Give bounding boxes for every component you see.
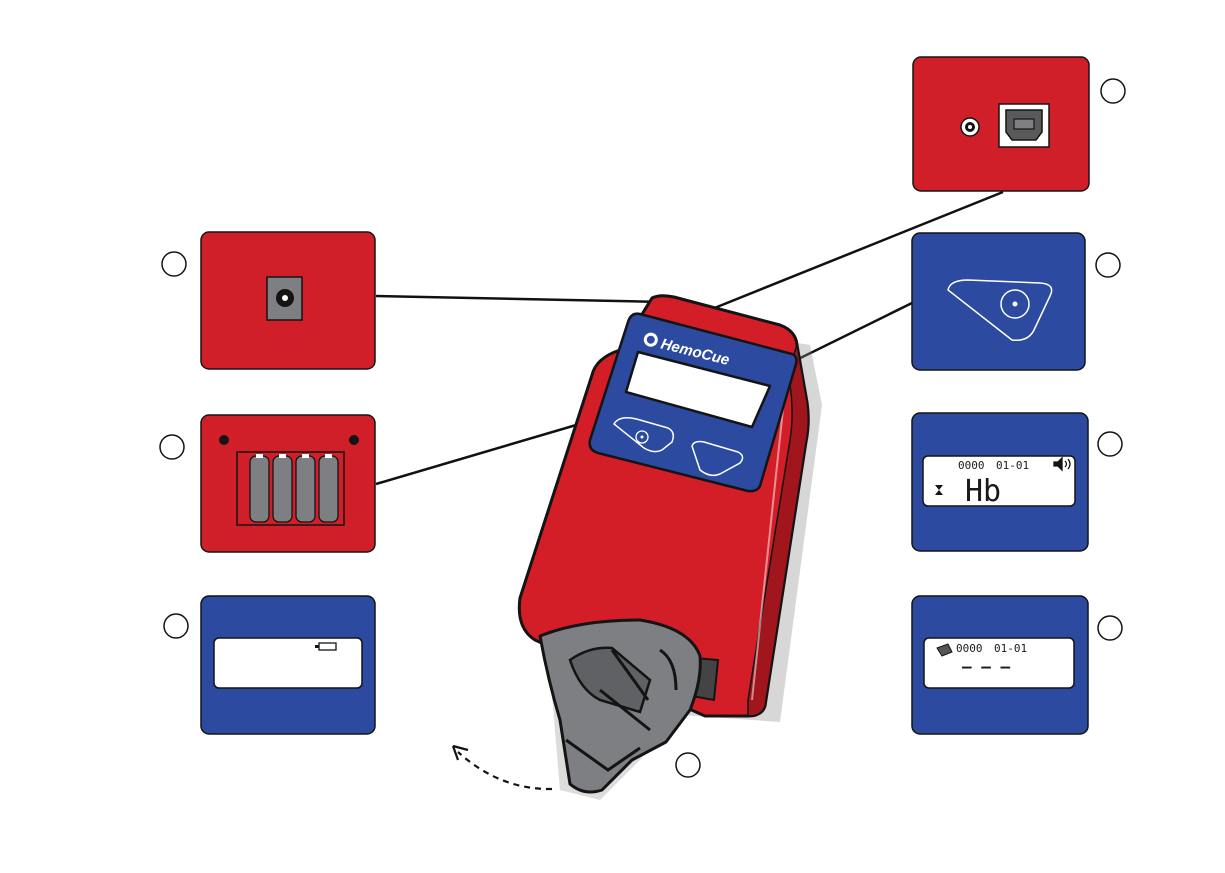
rotate-arrow-icon (453, 746, 552, 789)
results-date: 01-01 (996, 459, 1029, 472)
results-reading: Hb (965, 474, 1001, 509)
callout-circle-idle (1098, 616, 1122, 640)
battery-pack-icon (237, 452, 344, 525)
leader-line-power (376, 296, 665, 302)
button-panel (912, 233, 1085, 370)
low-battery-lcd (214, 638, 362, 688)
callout-circle-results (1098, 432, 1122, 456)
results-counter: 0000 (958, 459, 985, 472)
usb-panel (913, 57, 1089, 191)
idle-display-panel: 0000 01-01 – – – (912, 596, 1088, 734)
dc-power-jack-icon (267, 277, 302, 320)
callout-circle-batteries (160, 435, 184, 459)
results-display-panel: 0000 01-01 Hb (912, 413, 1088, 551)
callout-circle-low-battery (164, 614, 188, 638)
idle-reading: – – – (962, 657, 1011, 676)
idle-date: 01-01 (994, 642, 1027, 655)
callout-circle-usb (1101, 79, 1125, 103)
callout-circle-button (1096, 253, 1120, 277)
usb-port-icon (999, 104, 1049, 147)
low-battery-panel (201, 596, 375, 734)
callout-circle-power (162, 252, 186, 276)
battery-screw-left (219, 435, 229, 445)
callout-circle-cuvette (676, 753, 700, 777)
battery-screw-right (349, 435, 359, 445)
battery-panel (201, 415, 375, 552)
leader-line-batteries (376, 423, 583, 484)
idle-counter: 0000 (956, 642, 983, 655)
cuvette-holder (540, 620, 700, 800)
audio-jack-icon (961, 118, 979, 136)
power-jack-panel (201, 232, 375, 369)
